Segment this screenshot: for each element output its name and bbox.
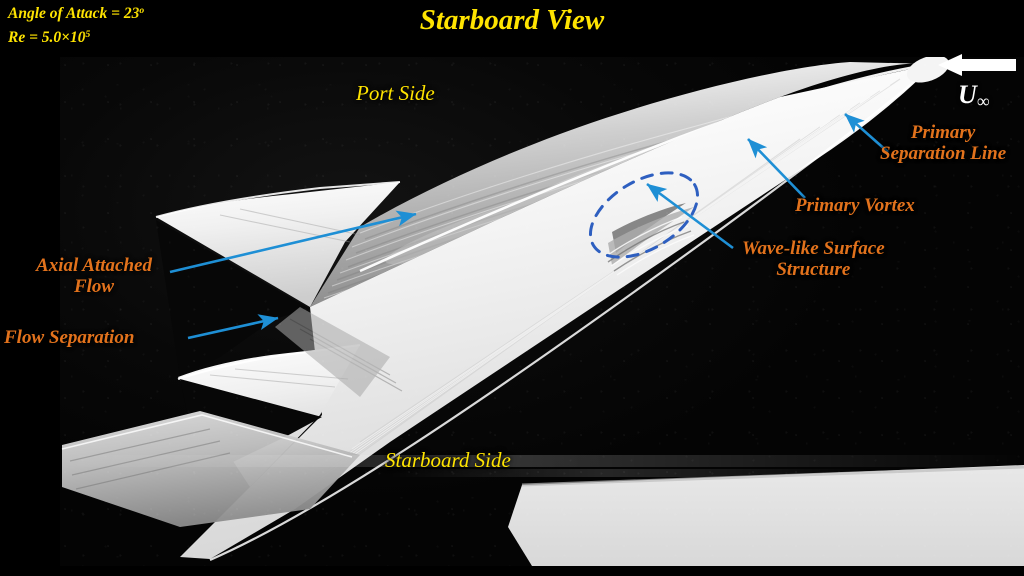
psl-line1: Primary	[910, 122, 976, 143]
flow-separation-label: Flow Separation	[4, 327, 134, 348]
flow-separation-region	[275, 307, 403, 397]
fsep-line1: Flow Separation	[4, 327, 135, 348]
angle-of-attack-label: Angle of Attack = 23o	[8, 5, 144, 22]
infinity-subscript: ∞	[976, 90, 990, 111]
port-side-label: Port Side	[356, 81, 435, 105]
aaf-line2: Flow	[73, 276, 115, 298]
wave-like-surface-structure-label: Wave-like Surface Structure	[742, 238, 885, 281]
starboard-side-label: Starboard Side	[385, 448, 511, 472]
u-symbol: U	[958, 80, 977, 109]
wss-line1: Wave-like Surface	[742, 238, 885, 259]
model-silhouette	[60, 57, 1024, 566]
primary-separation-line-label: Primary Separation Line	[880, 122, 1006, 165]
aoa-degree-symbol: o	[139, 5, 145, 17]
aoa-text: Angle of Attack = 23	[8, 5, 140, 22]
pv-line1: Primary Vortex	[795, 195, 915, 216]
model-nose-tip	[906, 57, 950, 83]
figure-title: Starboard View	[419, 4, 605, 36]
primary-vortex-label: Primary Vortex	[795, 195, 915, 216]
reynolds-number-label: Re = 5.0×105	[8, 29, 90, 46]
freestream-velocity-symbol: U∞	[958, 80, 990, 111]
wss-line2: Structure	[776, 259, 851, 281]
freestream-arrow	[938, 54, 1016, 76]
reynolds-text: Re = 5.0×10	[8, 29, 86, 46]
support-table	[508, 465, 1024, 566]
axial-attached-flow-label: Axial Attached Flow	[4, 255, 184, 298]
reynolds-exponent: 5	[85, 29, 91, 41]
psl-line2: Separation Line	[880, 143, 1007, 165]
aaf-line1: Axial Attached	[36, 255, 152, 276]
